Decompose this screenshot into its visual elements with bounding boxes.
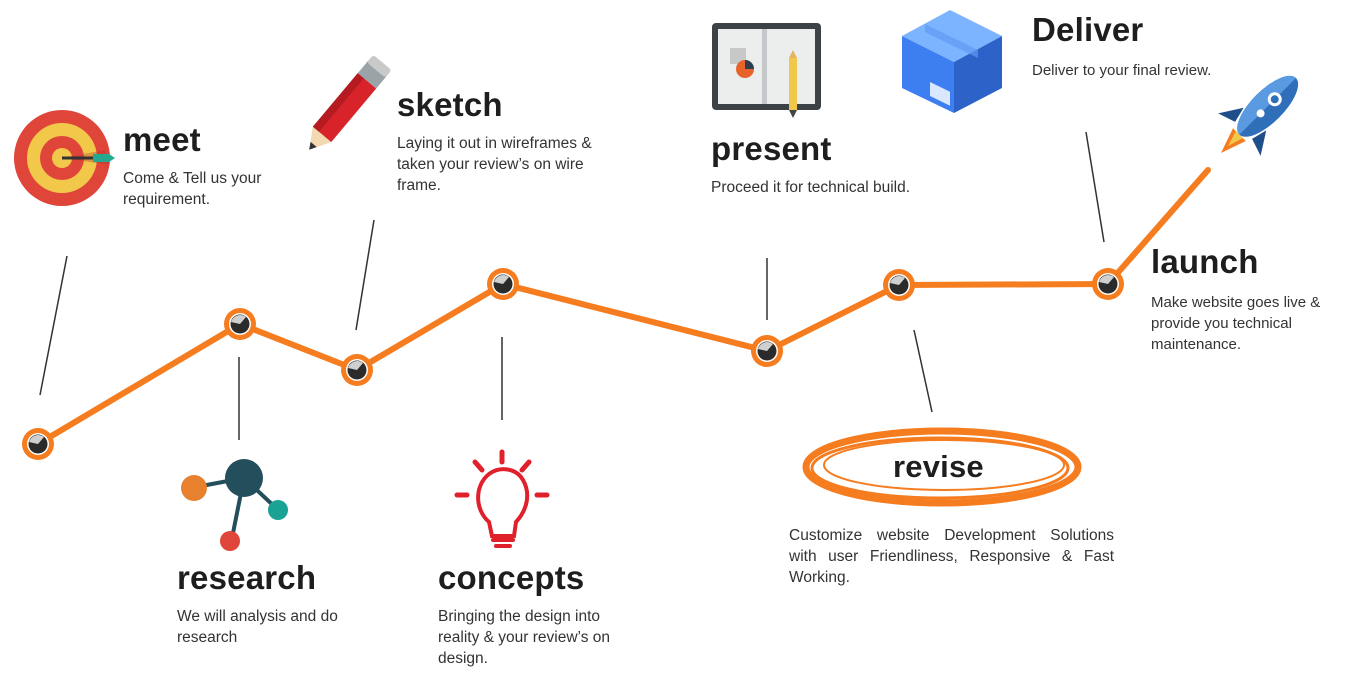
step-revise-description: Customize website Development Solutions … — [789, 515, 1114, 588]
pencil-icon — [309, 55, 391, 150]
node-research — [224, 308, 256, 340]
node-revise — [883, 269, 915, 301]
step-title: research — [177, 559, 317, 596]
step-concepts: concepts Bringing the design into realit… — [438, 561, 638, 669]
step-description: Laying it out in wireframes & taken your… — [397, 135, 592, 194]
timeline-nodes — [22, 268, 1124, 460]
connector-sketch — [355, 219, 375, 331]
step-title: concepts — [438, 559, 585, 596]
step-title: sketch — [397, 86, 503, 123]
connector-lines — [39, 131, 1105, 440]
connector-deliver — [1085, 131, 1105, 243]
step-description: Make website goes live & provide you tec… — [1151, 294, 1321, 353]
step-title: launch — [1151, 243, 1259, 280]
step-meet: meet Come & Tell us your requirement. — [123, 123, 313, 210]
node-sketch — [341, 354, 373, 386]
step-description: Proceed it for technical build. — [711, 179, 911, 196]
step-description: Customize website Development Solutions … — [789, 527, 1114, 586]
step-title: Deliver — [1032, 11, 1144, 48]
step-title: meet — [123, 121, 201, 158]
step-deliver: Deliver Deliver to your final review. — [1032, 13, 1222, 81]
step-title: revise — [893, 449, 984, 484]
scribble-circle-icon — [802, 427, 1082, 507]
step-present: present Proceed it for technical build. — [711, 132, 911, 198]
node-launch — [1092, 268, 1124, 300]
box-icon — [902, 10, 1002, 113]
step-description: We will analysis and do research — [177, 608, 338, 646]
presentation-board-icon — [712, 23, 821, 118]
step-title: present — [711, 130, 832, 167]
step-description: Come & Tell us your requirement. — [123, 170, 262, 208]
step-description: Bringing the design into reality & your … — [438, 608, 611, 667]
timeline-path — [35, 167, 1211, 447]
target-icon — [14, 110, 115, 206]
connector-meet — [39, 255, 68, 396]
node-concepts — [487, 268, 519, 300]
node-meet — [22, 428, 54, 460]
connector-revise — [913, 329, 933, 413]
molecule-icon — [181, 459, 288, 551]
step-launch: launch Make website goes live & provide … — [1151, 245, 1337, 355]
step-description: Deliver to your final review. — [1032, 62, 1212, 79]
lightbulb-icon — [454, 449, 550, 548]
step-revise-title: revise — [893, 451, 1023, 482]
node-present — [751, 335, 783, 367]
step-sketch: sketch Laying it out in wireframes & tak… — [397, 88, 617, 196]
step-research: research We will analysis and do researc… — [177, 561, 377, 648]
rocket-icon — [1218, 75, 1299, 156]
